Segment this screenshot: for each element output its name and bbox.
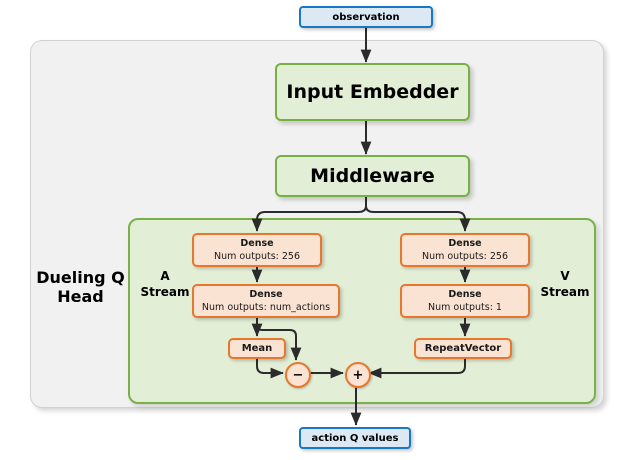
middleware-label: Middleware — [310, 165, 435, 187]
a-stream-label-line2: Stream — [140, 285, 190, 299]
a-stream-label: A Stream — [139, 268, 191, 300]
dense-a1-title: Dense — [240, 238, 274, 249]
dense-a2-subtitle: Num outputs: num_actions — [201, 302, 331, 313]
dense-a2-title: Dense — [249, 289, 283, 300]
input-embedder-label: Input Embedder — [286, 81, 459, 103]
observation-label: observation — [332, 11, 400, 23]
dense-v1-title: Dense — [448, 238, 482, 249]
dense-v1-subtitle: Num outputs: 256 — [421, 251, 509, 262]
dense-a2-node: Dense Num outputs: num_actions — [192, 284, 340, 318]
action-q-values-node: action Q values — [299, 427, 411, 449]
input-embedder-node: Input Embedder — [275, 63, 470, 121]
v-stream-label-line1: V — [560, 269, 570, 283]
repeat-vector-label: RepeatVector — [424, 343, 502, 354]
v-stream-label-line2: Stream — [540, 285, 590, 299]
add-symbol: + — [352, 367, 364, 383]
dense-v2-title: Dense — [448, 289, 482, 300]
mean-node: Mean — [228, 338, 286, 359]
dueling-q-head-label-line2: Head — [57, 287, 104, 306]
middleware-node: Middleware — [275, 155, 470, 197]
mean-label: Mean — [241, 343, 273, 354]
dense-v2-node: Dense Num outputs: 1 — [400, 284, 530, 318]
observation-node: observation — [299, 6, 433, 28]
dueling-q-head-label-line1: Dueling Q — [36, 268, 125, 287]
add-operator-icon: + — [345, 362, 371, 388]
dense-v2-subtitle: Num outputs: 1 — [428, 302, 502, 313]
dense-a1-node: Dense Num outputs: 256 — [192, 233, 322, 267]
a-stream-label-line1: A — [160, 269, 170, 283]
repeat-vector-node: RepeatVector — [414, 338, 512, 359]
dense-v1-node: Dense Num outputs: 256 — [400, 233, 530, 267]
subtract-operator-icon: − — [285, 362, 311, 388]
subtract-symbol: − — [292, 367, 304, 383]
action-q-values-label: action Q values — [311, 432, 399, 444]
dense-a1-subtitle: Num outputs: 256 — [213, 251, 301, 262]
v-stream-label: V Stream — [537, 268, 593, 300]
dueling-q-head-label: Dueling Q Head — [28, 268, 133, 306]
